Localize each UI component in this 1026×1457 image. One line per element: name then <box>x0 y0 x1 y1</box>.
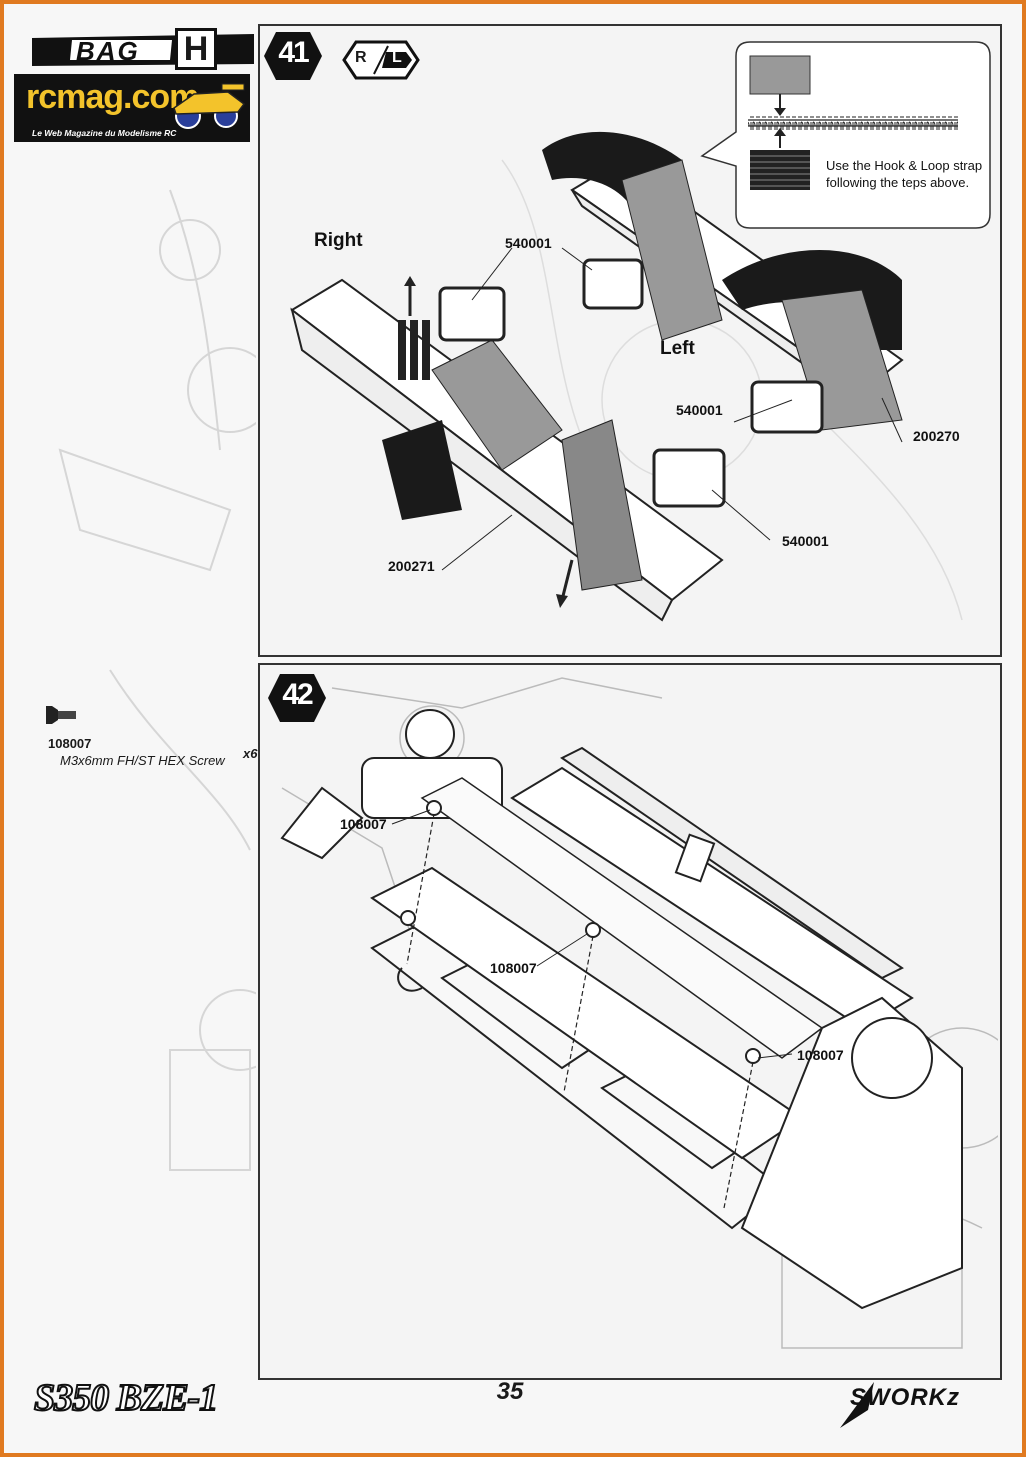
screw-label-108007-middle: 108007 <box>490 960 537 976</box>
page-number: 35 <box>496 1378 524 1405</box>
battery-holder-drawing <box>290 131 963 622</box>
brand-swoosh-icon <box>840 1382 874 1428</box>
hardware-qty: x6 <box>243 746 258 761</box>
rc-car-icon <box>173 83 246 129</box>
right-left-icon <box>342 40 420 80</box>
part-label-540001-top: 540001 <box>505 235 552 251</box>
hook-loop-note: Use the Hook & Loop strap following the … <box>826 158 983 190</box>
hardware-code: 108007 <box>48 736 92 751</box>
bag-letter: H <box>175 28 217 70</box>
site-tagline: Le Web Magazine du Modelisme RC <box>32 128 177 138</box>
part-label-540001-mid: 540001 <box>676 402 723 418</box>
part-label-200271: 200271 <box>388 558 435 574</box>
step-41-badge <box>264 32 322 80</box>
bag-header-bar <box>32 34 254 66</box>
step-42-badge <box>268 674 326 722</box>
site-logo-text: rcmag.com <box>26 78 199 116</box>
label-right: Right <box>314 230 363 251</box>
brand-logo: SWORKz <box>850 1384 960 1411</box>
hardware-name: M3x6mm FH/ST HEX Screw <box>60 753 225 768</box>
part-label-200270: 200270 <box>913 428 960 444</box>
step-42-number: 42 <box>282 678 313 711</box>
part-label-540001-front: 540001 <box>782 533 829 549</box>
chassis-drawing <box>280 677 998 1349</box>
left-icon-letter: L <box>392 49 402 66</box>
screw-icon <box>46 706 76 724</box>
label-left: Left <box>660 338 695 359</box>
screw-label-108007-top: 108007 <box>340 816 387 832</box>
right-icon-letter: R <box>355 49 367 66</box>
screw-label-108007-right: 108007 <box>797 1047 844 1063</box>
model-logo: S350 BZE-1 <box>33 1376 219 1420</box>
hook-loop-callout-box <box>700 41 991 229</box>
step-41-number: 41 <box>278 36 309 69</box>
ghost-drawing <box>58 189 256 1171</box>
bag-label: BAG <box>76 36 140 66</box>
